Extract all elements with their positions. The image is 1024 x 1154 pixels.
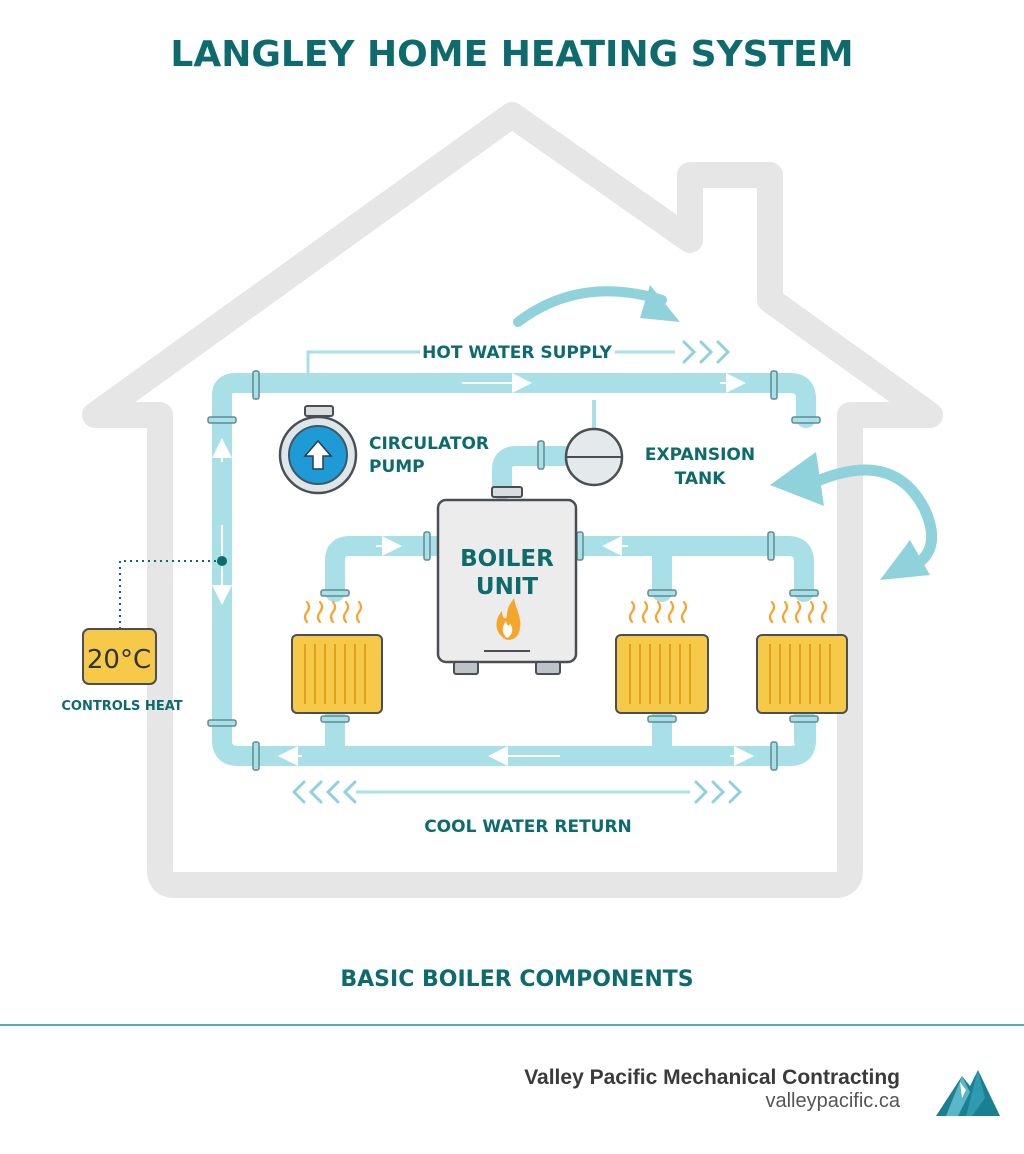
house-outline bbox=[82, 102, 943, 898]
supply-curved-arrow-icon bbox=[513, 286, 667, 327]
thermostat-reading: 20°C bbox=[87, 645, 151, 675]
thermostat bbox=[82, 556, 227, 685]
mountain-logo-icon bbox=[936, 1070, 1000, 1116]
page-title: LANGLEY HOME HEATING SYSTEM bbox=[170, 34, 853, 75]
circulator-label-line2: PUMP bbox=[369, 457, 425, 477]
cool-water-return-label: COOL WATER RETURN bbox=[424, 817, 632, 837]
expansion-tank bbox=[564, 400, 624, 487]
circulator-pump bbox=[278, 405, 358, 495]
expansion-label-line1: EXPANSION bbox=[645, 445, 755, 465]
company-url[interactable]: valleypacific.ca bbox=[765, 1090, 900, 1112]
boiler-unit bbox=[436, 486, 578, 675]
company-name: Valley Pacific Mechanical Contracting bbox=[524, 1066, 900, 1089]
heat-wave-icon bbox=[303, 600, 828, 624]
boiler-label-line2: UNIT bbox=[476, 574, 538, 600]
pump-arrow-icon bbox=[303, 439, 333, 470]
return-chevrons-right-icon bbox=[694, 780, 743, 804]
return-chevrons-left-icon bbox=[291, 780, 357, 804]
hot-water-supply-label: HOT WATER SUPPLY bbox=[422, 343, 612, 363]
supply-arrowhead-icon bbox=[640, 285, 680, 322]
boiler-label-line1: BOILER bbox=[460, 546, 554, 572]
flame-icon bbox=[496, 598, 521, 640]
controls-heat-label: CONTROLS HEAT bbox=[61, 699, 182, 714]
pipe-flanges bbox=[207, 370, 821, 771]
return-curved-arrow-icon bbox=[770, 452, 938, 580]
radiator-right bbox=[756, 634, 848, 714]
supply-chevrons-icon bbox=[682, 340, 731, 364]
circulator-label-line1: CIRCULATOR bbox=[369, 434, 489, 454]
hot-water-supply-group: HOT WATER SUPPLY bbox=[306, 285, 731, 375]
diagram-subtitle: BASIC BOILER COMPONENTS bbox=[340, 967, 693, 992]
radiator-left bbox=[291, 634, 383, 714]
radiator-middle bbox=[615, 634, 709, 714]
expansion-label-line2: TANK bbox=[675, 469, 727, 489]
